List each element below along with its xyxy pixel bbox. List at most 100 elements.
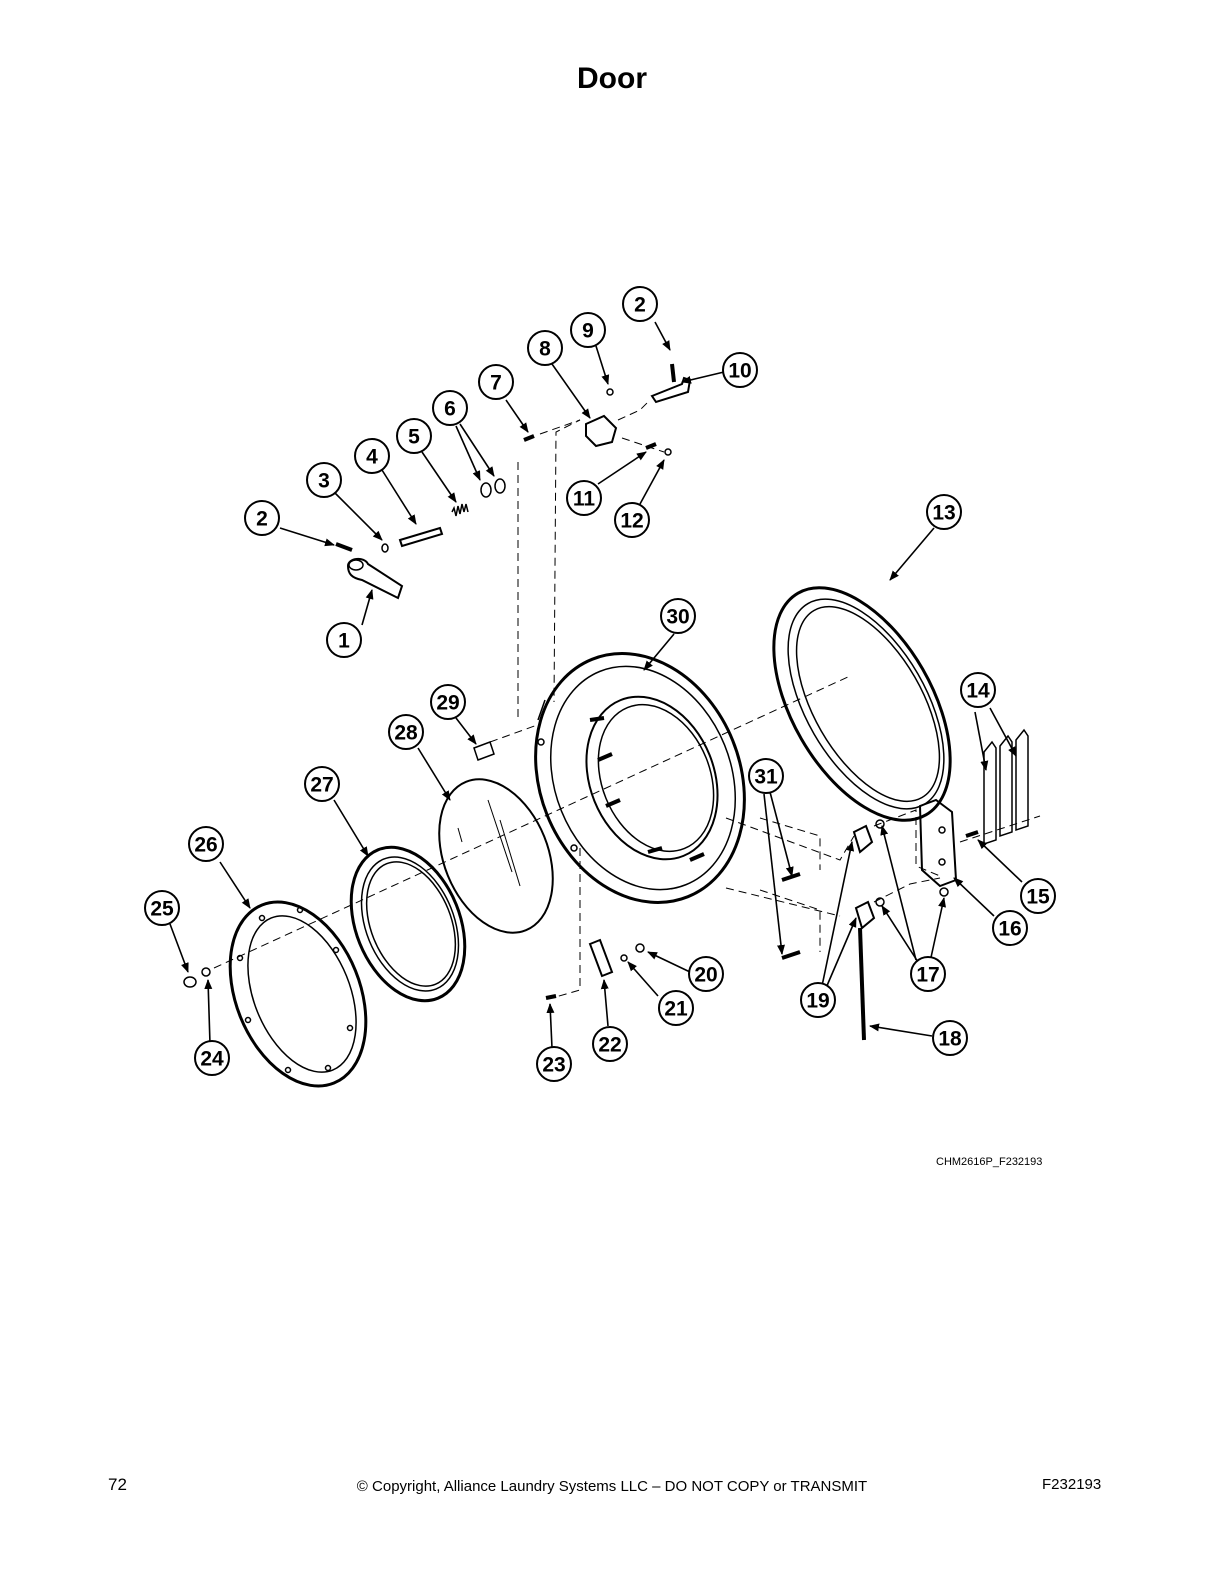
hinge-part-16 bbox=[918, 798, 958, 888]
callout-label: 18 bbox=[938, 1028, 962, 1051]
door-handle-part-1 bbox=[346, 558, 404, 600]
door-panel-part-30 bbox=[534, 652, 746, 904]
door-glass-part-28 bbox=[438, 778, 554, 934]
callout-label: 22 bbox=[598, 1034, 621, 1057]
callout-label: 11 bbox=[573, 488, 596, 511]
callout-17: 17 bbox=[910, 956, 946, 992]
callout-label: 13 bbox=[932, 502, 955, 525]
nut-part-17 bbox=[939, 887, 949, 897]
hinge-pin-part-17-bottom bbox=[875, 897, 885, 907]
nut-part-9 bbox=[606, 388, 614, 396]
callout-label: 21 bbox=[664, 998, 688, 1021]
callout-14: 14 bbox=[960, 672, 996, 708]
screw-part-23 bbox=[545, 994, 557, 1000]
screw-part-31-b bbox=[781, 950, 801, 960]
callout-4: 4 bbox=[354, 438, 390, 474]
callout-26: 26 bbox=[188, 826, 224, 862]
callout-9: 9 bbox=[570, 312, 606, 348]
callout-31: 31 bbox=[748, 758, 784, 794]
cap-part-25 bbox=[183, 976, 197, 988]
bracket-part-22 bbox=[588, 938, 614, 978]
callout-label: 29 bbox=[436, 692, 459, 715]
callout-3: 3 bbox=[306, 462, 342, 498]
callout-label: 2 bbox=[256, 508, 268, 531]
callout-22: 22 bbox=[592, 1026, 628, 1062]
callout-30: 30 bbox=[660, 598, 696, 634]
callout-1: 1 bbox=[326, 622, 362, 658]
callout-13: 13 bbox=[926, 494, 962, 530]
hinge-shims-part-14 bbox=[983, 728, 1029, 846]
inner-frame-part-27 bbox=[349, 845, 467, 1003]
callout-label: 28 bbox=[394, 722, 418, 745]
assembly-lines bbox=[213, 399, 1041, 999]
callout-label: 9 bbox=[582, 320, 594, 343]
rod-part-18 bbox=[858, 927, 866, 1041]
callout-label: 17 bbox=[916, 964, 939, 987]
shaft-part-4 bbox=[398, 526, 444, 548]
callout-label: 23 bbox=[542, 1054, 565, 1077]
callout-label: 14 bbox=[966, 680, 990, 703]
screw-part-31-a bbox=[781, 872, 801, 882]
pin-part-2 bbox=[335, 542, 353, 552]
callout-label: 3 bbox=[318, 470, 330, 493]
callout-11: 11 bbox=[566, 480, 602, 516]
callout-label: 10 bbox=[728, 360, 751, 383]
callout-label: 1 bbox=[338, 630, 350, 653]
callout-25: 25 bbox=[144, 890, 180, 926]
hinge-block-part-19-top bbox=[852, 824, 874, 854]
callout-label: 4 bbox=[366, 446, 378, 469]
callout-label: 16 bbox=[998, 918, 1021, 941]
callout-21: 21 bbox=[658, 990, 694, 1026]
callout-label: 24 bbox=[200, 1048, 224, 1071]
callout-15: 15 bbox=[1020, 878, 1056, 914]
callout-label: 8 bbox=[539, 338, 551, 361]
screw-part-11 bbox=[645, 442, 657, 450]
callout-label: 31 bbox=[754, 766, 778, 789]
ring-part-3 bbox=[381, 543, 389, 553]
screw-part-7 bbox=[523, 434, 535, 442]
callout-7: 7 bbox=[478, 364, 514, 400]
callout-label: 6 bbox=[444, 398, 456, 421]
callout-2: 2 bbox=[622, 286, 658, 322]
callout-label: 7 bbox=[490, 372, 502, 395]
spring-part-5 bbox=[451, 503, 469, 517]
callout-10: 10 bbox=[722, 352, 758, 388]
callout-2: 2 bbox=[244, 500, 280, 536]
callout-23: 23 bbox=[536, 1046, 572, 1082]
callout-label: 15 bbox=[1026, 886, 1050, 909]
callout-label: 27 bbox=[310, 774, 333, 797]
callout-20: 20 bbox=[688, 956, 724, 992]
leader-arrows bbox=[169, 321, 1023, 1049]
washer-part-21 bbox=[620, 954, 628, 962]
screw-part-15 bbox=[965, 830, 979, 838]
callout-label: 20 bbox=[694, 964, 717, 987]
pin-part-2-top bbox=[670, 363, 676, 383]
callout-12: 12 bbox=[614, 502, 650, 538]
callout-16: 16 bbox=[992, 910, 1028, 946]
callout-label: 30 bbox=[666, 606, 689, 629]
callout-label: 2 bbox=[634, 294, 646, 317]
hinge-block-part-19-bottom bbox=[854, 900, 876, 930]
callout-label: 19 bbox=[806, 990, 829, 1013]
callout-label: 5 bbox=[408, 426, 420, 449]
callout-8: 8 bbox=[527, 330, 563, 366]
nut-part-20 bbox=[635, 943, 645, 953]
label-part-29 bbox=[473, 741, 495, 761]
callout-27: 27 bbox=[304, 766, 340, 802]
callout-24: 24 bbox=[194, 1040, 230, 1076]
washer-part-24 bbox=[201, 967, 211, 977]
callout-label: 12 bbox=[620, 510, 643, 533]
copyright-notice: © Copyright, Alliance Laundry Systems LL… bbox=[356, 1478, 868, 1495]
hinge-pin-part-17-top bbox=[875, 819, 885, 829]
callout-5: 5 bbox=[396, 418, 432, 454]
outer-ring-part-26 bbox=[228, 900, 368, 1088]
washer-part-6b bbox=[494, 478, 506, 494]
callout-18: 18 bbox=[932, 1020, 968, 1056]
washer-part-6a bbox=[480, 482, 492, 498]
callout-label: 25 bbox=[150, 898, 174, 921]
document-code: F232193 bbox=[1042, 1476, 1102, 1493]
door-gasket-part-13 bbox=[772, 586, 952, 822]
callout-label: 26 bbox=[194, 834, 217, 857]
callout-6: 6 bbox=[432, 390, 468, 426]
